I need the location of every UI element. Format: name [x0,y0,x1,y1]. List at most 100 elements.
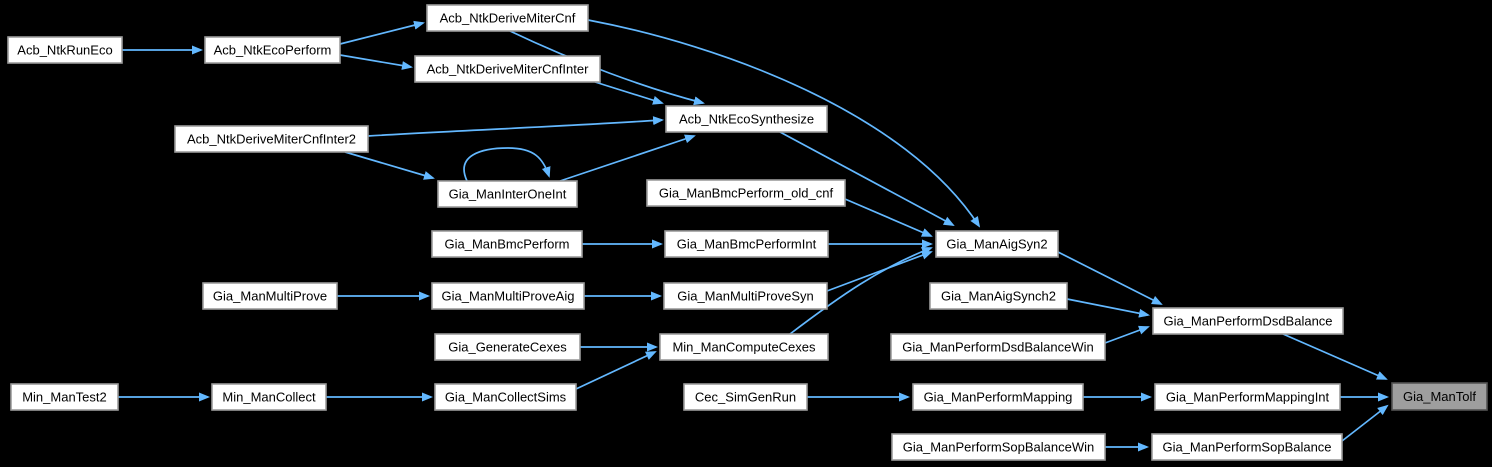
node-box-gia_manbmcperformint[interactable] [664,230,829,258]
edge-gia_manbmcperform_old_cnf-to-gia_manaigsyn2 [844,198,933,237]
node-label-min_mancollect: Min_ManCollect [222,390,316,405]
node-box-gia_manmultiproveaig[interactable] [431,282,585,310]
node-label-gia_manperformmappingint: Gia_ManPerformMappingInt [1166,390,1330,405]
node-label-gia_manmultiprovesyn: Gia_ManMultiProveSyn [677,289,814,304]
node-label-acb_ntkderivemitercnfinter: Acb_NtkDeriveMiterCnfInter [427,62,589,77]
edge-gia_manperformdsdbalance-to-gia_mantolf [1282,333,1388,380]
node-gia_manbmcperformint[interactable]: Gia_ManBmcPerformInt [664,230,829,258]
node-box-gia_manperformdsdbalancewin[interactable] [890,333,1106,361]
edge-acb_ntkecosynthesize-to-gia_manaigsyn2 [779,131,955,226]
node-gia_manperformmapping[interactable]: Gia_ManPerformMapping [912,383,1084,411]
node-label-gia_manperformsopbalance: Gia_ManPerformSopBalance [1162,440,1331,455]
node-label-gia_manbmcperformint: Gia_ManBmcPerformInt [677,237,817,252]
node-label-gia_manperformdsdbalancewin: Gia_ManPerformDsdBalanceWin [902,340,1093,355]
node-acb_ntkecosynthesize[interactable]: Acb_NtkEcoSynthesize [665,105,828,133]
node-gia_manperformdsdbalancewin[interactable]: Gia_ManPerformDsdBalanceWin [890,333,1106,361]
edge-acb_ntkderivemitercnfinter2-to-acb_ntkecosynthesize [367,116,664,137]
node-label-min_mancomputecexes: Min_ManComputeCexes [672,340,816,355]
node-label-gia_manperformdsdbalance: Gia_ManPerformDsdBalance [1163,314,1332,329]
node-box-min_mancomputecexes[interactable] [659,333,829,361]
node-label-acb_ntkderivemitercnf: Acb_NtkDeriveMiterCnf [440,11,576,26]
edge-acb_ntkderivemitercnfinter2-to-gia_maninteroneint [344,151,435,180]
node-label-gia_manbmcperform_old_cnf: Gia_ManBmcPerform_old_cnf [659,186,834,201]
node-label-gia_manmultiproveaig: Gia_ManMultiProveAig [442,289,575,304]
node-gia_manmultiprove[interactable]: Gia_ManMultiProve [202,282,338,310]
node-gia_manperformdsdbalance[interactable]: Gia_ManPerformDsdBalance [1152,307,1344,335]
node-gia_manperformmappingint[interactable]: Gia_ManPerformMappingInt [1154,383,1341,411]
node-acb_ntkderivemitercnf[interactable]: Acb_NtkDeriveMiterCnf [426,4,589,32]
node-box-gia_mancollectsims[interactable] [434,383,577,411]
node-acb_ntkderivemitercnfinter[interactable]: Acb_NtkDeriveMiterCnfInter [414,55,601,83]
edge-acb_ntkderivemitercnf-to-gia_manaigsyn2 [587,19,981,228]
node-box-gia_manbmcperform_old_cnf[interactable] [646,179,846,207]
node-box-gia_manperformmappingint[interactable] [1154,383,1341,411]
node-box-acb_ntkecosynthesize[interactable] [665,105,828,133]
node-gia_generatecexes[interactable]: Gia_GenerateCexes [434,333,581,361]
edge-gia_manmultiprovesyn-to-gia_manaigsyn2 [826,250,933,292]
node-box-gia_manperformdsdbalance[interactable] [1152,307,1344,335]
node-acb_ntkruneco[interactable]: Acb_NtkRunEco [7,36,123,64]
node-label-gia_manperformmapping: Gia_ManPerformMapping [924,390,1073,405]
node-box-acb_ntkderivemitercnf[interactable] [426,4,589,32]
node-acb_ntkderivemitercnfinter2[interactable]: Acb_NtkDeriveMiterCnfInter2 [174,125,369,153]
node-gia_manperformsopbalance[interactable]: Gia_ManPerformSopBalance [1151,433,1343,461]
node-label-gia_generatecexes: Gia_GenerateCexes [448,340,567,355]
edge-acb_ntkderivemitercnf-to-acb_ntkecosynthesize [509,30,705,106]
node-gia_manbmcperform[interactable]: Gia_ManBmcPerform [431,230,583,258]
node-gia_maninteroneint[interactable]: Gia_ManInterOneInt [437,180,578,208]
node-box-gia_manmultiprovesyn[interactable] [663,282,828,310]
node-acb_ntkecoperform[interactable]: Acb_NtkEcoPerform [204,36,341,64]
node-gia_manaigsynch2[interactable]: Gia_ManAigSynch2 [929,282,1068,310]
node-box-gia_manaigsynch2[interactable] [929,282,1068,310]
node-box-gia_manperformmapping[interactable] [912,383,1084,411]
edge-gia_manperformdsdbalancewin-to-gia_manperformdsdbalance [1104,325,1150,344]
node-label-gia_manbmcperform: Gia_ManBmcPerform [445,237,570,252]
edge-min_mancomputecexes-to-gia_manaigsyn2 [789,247,933,335]
node-label-cec_simgenrun: Cec_SimGenRun [695,390,796,405]
node-label-gia_mancollectsims: Gia_ManCollectSims [445,390,567,405]
edge-gia_maninteroneint-to-acb_ntkecosynthesize [559,134,696,182]
node-label-gia_manperformsopbalancewin: Gia_ManPerformSopBalanceWin [903,440,1094,455]
node-box-gia_mantolf[interactable] [1391,382,1488,411]
node-box-acb_ntkderivemitercnfinter2[interactable] [174,125,369,153]
node-label-gia_manaigsynch2: Gia_ManAigSynch2 [941,289,1056,304]
node-gia_manbmcperform_old_cnf[interactable]: Gia_ManBmcPerform_old_cnf [646,179,846,207]
node-box-gia_generatecexes[interactable] [434,333,581,361]
node-gia_manmultiprovesyn[interactable]: Gia_ManMultiProveSyn [663,282,828,310]
node-box-gia_manperformsopbalancewin[interactable] [891,433,1106,461]
node-box-gia_manaigsyn2[interactable] [935,230,1059,258]
node-box-min_mancollect[interactable] [211,383,327,411]
node-min_mancomputecexes[interactable]: Min_ManComputeCexes [659,333,829,361]
node-label-acb_ntkderivemitercnfinter2: Acb_NtkDeriveMiterCnfInter2 [187,132,356,147]
node-box-gia_manbmcperform[interactable] [431,230,583,258]
node-box-cec_simgenrun[interactable] [683,383,808,411]
edges-layer [118,19,1389,452]
node-cec_simgenrun[interactable]: Cec_SimGenRun [683,383,808,411]
edge-gia_manperformsopbalance-to-gia_mantolf [1341,404,1389,442]
node-gia_manperformsopbalancewin[interactable]: Gia_ManPerformSopBalanceWin [891,433,1106,461]
node-gia_manaigsyn2[interactable]: Gia_ManAigSyn2 [935,230,1059,258]
node-label-acb_ntkecoperform: Acb_NtkEcoPerform [214,43,332,58]
node-min_mancollect[interactable]: Min_ManCollect [211,383,327,411]
edge-gia_maninteroneint-to-gia_maninteroneint [463,147,551,182]
node-box-acb_ntkruneco[interactable] [7,36,123,64]
node-gia_manmultiproveaig[interactable]: Gia_ManMultiProveAig [431,282,585,310]
node-box-gia_maninteroneint[interactable] [437,180,578,208]
node-box-min_mantest2[interactable] [10,383,119,411]
node-box-acb_ntkecoperform[interactable] [204,36,341,64]
node-box-gia_manmultiprove[interactable] [202,282,338,310]
node-label-gia_mantolf: Gia_ManTolf [1403,389,1476,404]
node-gia_mancollectsims[interactable]: Gia_ManCollectSims [434,383,577,411]
node-min_mantest2[interactable]: Min_ManTest2 [10,383,119,411]
edge-gia_manaigsynch2-to-gia_manperformdsdbalance [1066,298,1150,318]
node-box-acb_ntkderivemitercnfinter[interactable] [414,55,601,83]
node-label-acb_ntkecosynthesize: Acb_NtkEcoSynthesize [679,112,814,127]
node-gia_mantolf[interactable]: Gia_ManTolf [1391,382,1488,411]
node-label-gia_maninteroneint: Gia_ManInterOneInt [449,187,567,202]
node-label-min_mantest2: Min_ManTest2 [22,390,107,405]
node-box-gia_manperformsopbalance[interactable] [1151,433,1343,461]
edge-gia_manaigsyn2-to-gia_manperformdsdbalance [1057,251,1163,305]
node-label-acb_ntkruneco: Acb_NtkRunEco [17,43,112,58]
